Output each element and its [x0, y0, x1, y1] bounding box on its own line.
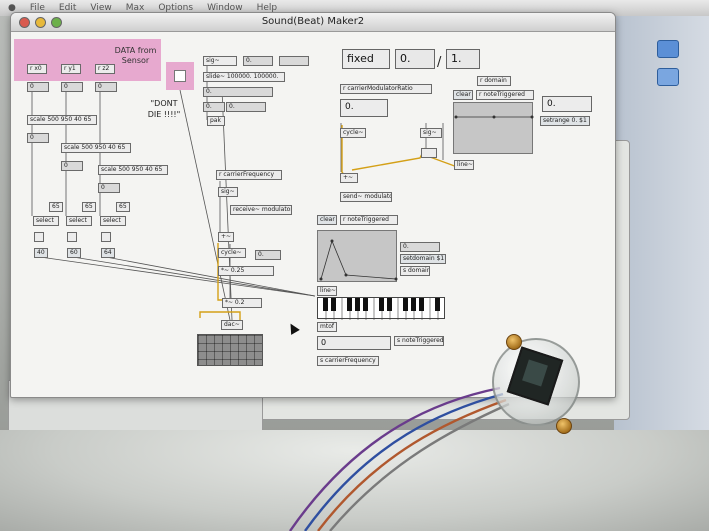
send-object[interactable]: s carrierFrequency	[317, 356, 379, 366]
number-box[interactable]: 0.	[255, 250, 281, 260]
number-box[interactable]: 0.	[203, 87, 273, 97]
folder-icon[interactable]	[657, 40, 679, 58]
send-object[interactable]: s domain	[400, 266, 430, 276]
line-object[interactable]: line~	[317, 286, 337, 296]
menu-item-edit[interactable]: Edit	[58, 3, 77, 13]
number-box[interactable]: 0.	[226, 102, 266, 112]
setdomain-message[interactable]: setdomain $1	[400, 254, 446, 264]
scale-object[interactable]: scale 500 950 40 65	[61, 143, 131, 153]
multiply-object[interactable]	[421, 148, 437, 158]
bang-button[interactable]	[34, 232, 44, 242]
title-bar[interactable]: Sound(Beat) Maker2	[11, 13, 615, 32]
menu-item-window[interactable]: Window	[207, 3, 243, 13]
screw-icon	[556, 418, 572, 434]
number-box[interactable]: 0.	[340, 99, 388, 117]
number-box[interactable]: 0.	[400, 242, 440, 252]
select-object[interactable]: select	[33, 216, 59, 226]
sensor-data-panel	[14, 39, 161, 81]
bang-button[interactable]	[101, 232, 111, 242]
menu-item-file[interactable]: File	[29, 3, 45, 13]
menu-item-max[interactable]: Max	[125, 3, 145, 13]
number-box[interactable]: 1.	[446, 49, 480, 69]
receive-object[interactable]: r y1	[61, 64, 81, 74]
envelope-curve	[454, 115, 534, 119]
number-box[interactable]: 0	[61, 82, 83, 92]
bang-button[interactable]	[67, 232, 77, 242]
select-arg[interactable]: 65	[82, 202, 96, 212]
screw-icon	[506, 334, 522, 350]
multiply-object[interactable]: *~ 0.25	[218, 266, 274, 276]
message-box[interactable]: 60	[67, 248, 81, 258]
bang-button[interactable]	[174, 70, 186, 82]
clear-message[interactable]: clear	[317, 215, 337, 225]
receive-object[interactable]: r noteTriggered	[476, 90, 534, 100]
menu-item-options[interactable]: Options	[158, 3, 194, 13]
receive-object[interactable]: receive~ modulator	[230, 205, 292, 215]
multiply-object[interactable]: *~ 0.2	[222, 298, 262, 308]
receive-object[interactable]: r carrierModulatorRatio	[340, 84, 432, 94]
select-arg[interactable]: 65	[49, 202, 63, 212]
scale-object[interactable]: scale 500 950 40 65	[98, 165, 168, 175]
plus-object[interactable]: +~	[218, 232, 234, 242]
number-box[interactable]	[279, 56, 309, 66]
number-box[interactable]: 0	[61, 161, 83, 171]
envelope-editor[interactable]	[453, 102, 534, 154]
number-box[interactable]: 0	[317, 336, 391, 350]
sig-object[interactable]: sig~	[203, 56, 237, 66]
send-object[interactable]: send~ modulator	[340, 192, 392, 202]
scale-object[interactable]: scale 500 950 40 65	[27, 115, 97, 125]
select-object[interactable]: select	[100, 216, 126, 226]
sig-object[interactable]: sig~	[218, 187, 238, 197]
menu-item-view[interactable]: View	[90, 3, 112, 13]
envelope-editor[interactable]	[317, 230, 398, 282]
line-object[interactable]: line~	[454, 160, 474, 170]
cycle-object[interactable]: cycle~	[218, 248, 246, 258]
plus-object[interactable]: +~	[340, 173, 358, 183]
receive-object[interactable]: r z2	[95, 64, 115, 74]
sig-object[interactable]: sig~	[420, 128, 442, 138]
receive-object[interactable]: r noteTriggered	[340, 215, 398, 225]
number-box[interactable]: 0.	[542, 96, 592, 112]
cycle-object[interactable]: cycle~	[340, 128, 366, 138]
number-box[interactable]: 0	[27, 82, 49, 92]
message-box[interactable]: 64	[101, 248, 115, 258]
menu-item-help[interactable]: Help	[256, 3, 278, 13]
pak-object[interactable]: pak	[207, 116, 225, 126]
piano-keys	[323, 298, 440, 320]
receive-object[interactable]: r domain	[477, 76, 511, 86]
number-box[interactable]: 0.	[243, 56, 273, 66]
desk-surface	[0, 430, 709, 531]
dont-die-comment: "DONT DIE !!!!"	[147, 99, 181, 119]
number-box[interactable]: 0	[27, 133, 49, 143]
audio-grid[interactable]	[197, 334, 263, 366]
envelope-curve	[319, 239, 398, 281]
zoom-button[interactable]	[51, 17, 62, 28]
dac-object[interactable]: dac~	[221, 320, 243, 330]
folder-icon[interactable]	[657, 68, 679, 86]
number-box[interactable]: 0	[95, 82, 117, 92]
select-object[interactable]: select	[66, 216, 92, 226]
slide-object[interactable]: slide~ 100000. 100000.	[203, 72, 285, 82]
kslider-keyboard[interactable]	[317, 297, 445, 320]
message-box[interactable]: 40	[34, 248, 48, 258]
divide-label: /	[437, 55, 442, 70]
send-object[interactable]: s noteTriggered	[394, 336, 444, 346]
window-title: Sound(Beat) Maker2	[261, 16, 365, 27]
receive-object[interactable]: r carrierFrequency	[216, 170, 282, 180]
close-button[interactable]	[19, 17, 30, 28]
minimize-button[interactable]	[35, 17, 46, 28]
mtof-object[interactable]: mtof	[317, 322, 337, 332]
setrange-message[interactable]: setrange 0. $1	[540, 116, 590, 126]
select-arg[interactable]: 65	[116, 202, 130, 212]
fixed-message[interactable]: fixed	[342, 49, 390, 69]
clear-message[interactable]: clear	[453, 90, 473, 100]
number-box[interactable]: 0.	[395, 49, 435, 69]
number-box[interactable]: 0	[98, 183, 120, 193]
receive-object[interactable]: r x0	[27, 64, 47, 74]
number-box[interactable]: 0.	[203, 102, 225, 112]
apple-menu-icon[interactable]: ●	[8, 3, 16, 13]
sensor-panel-label: DATA from Sensor	[114, 46, 157, 65]
